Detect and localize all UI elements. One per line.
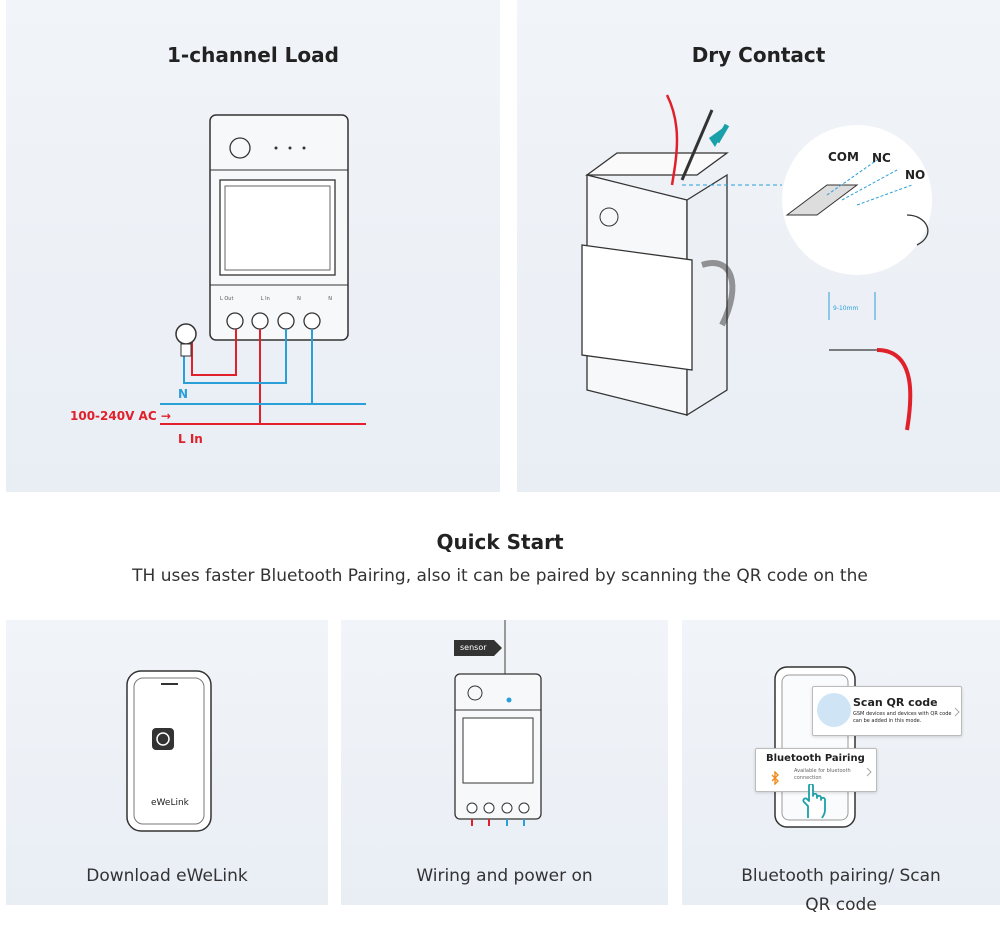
- step-pairing: Scan QR code GSM devices and devices wit…: [682, 620, 1000, 915]
- contact-com: COM: [828, 150, 859, 164]
- quick-start-title: Quick Start: [436, 530, 564, 554]
- l-in-label: L In: [178, 432, 203, 446]
- bt-desc: Available for bluetooth connection: [794, 768, 851, 781]
- device-illustration: [454, 620, 542, 826]
- quick-start-subtitle: TH uses faster Bluetooth Pairing, also i…: [132, 566, 868, 586]
- qr-scan-icon: [817, 693, 851, 727]
- step-download: eWeLink Download eWeLink: [6, 620, 328, 905]
- load-wiring-diagram: [160, 114, 366, 425]
- terminal-n1: N: [297, 296, 301, 302]
- app-name: eWeLink: [151, 798, 189, 808]
- dry-contact-diagram: [581, 94, 932, 431]
- sensor-tag: sensor: [460, 643, 487, 652]
- chevron-right-icon: [866, 767, 872, 777]
- chevron-right-icon: [954, 707, 960, 717]
- ewelink-logo-icon: [152, 728, 174, 750]
- terminal-labels: L Out L In N N: [220, 296, 332, 302]
- terminal-l-in: L In: [260, 296, 270, 302]
- load-panel: 1-channel Load L Out L In N N N 100-240V…: [6, 0, 500, 492]
- contact-no: NO: [905, 168, 926, 182]
- scan-qr-card[interactable]: Scan QR code GSM devices and devices wit…: [812, 686, 962, 736]
- bt-title: Bluetooth Pairing: [766, 753, 865, 764]
- phone-illustration: [126, 670, 212, 832]
- dry-contact-panel: Dry Contact COM NC NO 9-10mm: [517, 0, 1000, 492]
- qr-title: Scan QR code: [853, 696, 938, 709]
- dry-contact-title: Dry Contact: [691, 43, 826, 67]
- contact-nc: NC: [872, 151, 891, 165]
- load-panel-title: 1-channel Load: [167, 43, 339, 67]
- step-label-wiring: Wiring and power on: [416, 866, 593, 886]
- step-label-download: Download eWeLink: [86, 866, 248, 886]
- step-label-pairing: Bluetooth pairing/ Scan QR code: [741, 866, 941, 915]
- n-label: N: [178, 387, 189, 401]
- qr-desc: GSM devices and devices with QR code can…: [853, 711, 952, 724]
- voltage-label: 100-240V AC →: [70, 409, 171, 423]
- terminal-n2: N: [328, 296, 332, 302]
- strip-length: 9-10mm: [833, 305, 859, 312]
- bluetooth-icon: [771, 771, 779, 785]
- sensor-tag-shape: [454, 640, 502, 656]
- step-wiring: sensor Wiring and power on: [341, 620, 668, 905]
- hand-pointer-icon: [802, 784, 826, 819]
- bluetooth-pairing-card[interactable]: Bluetooth Pairing Available for bluetoot…: [755, 748, 877, 792]
- terminal-l-out: L Out: [220, 296, 234, 302]
